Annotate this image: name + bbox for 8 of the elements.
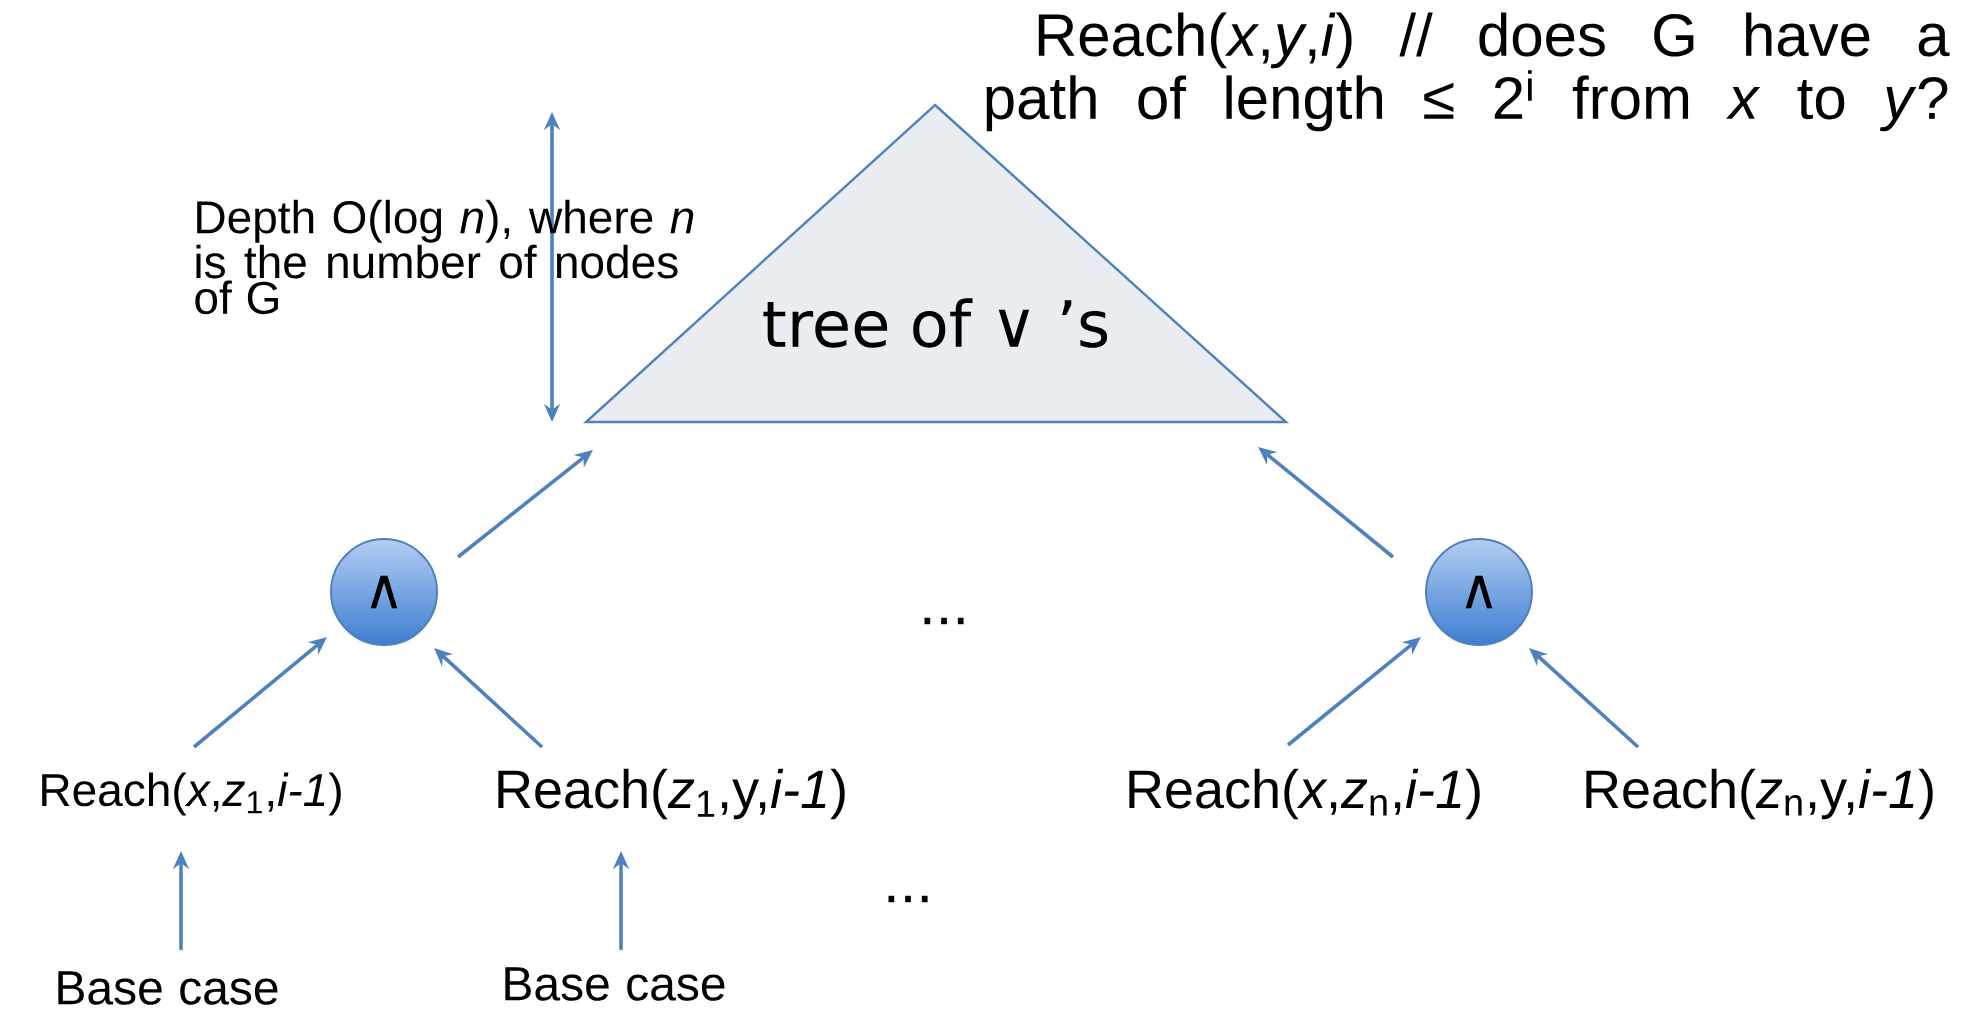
ellipsis: ... [888, 895, 928, 903]
text-label: Base case [58, 971, 278, 1005]
text-label: Reach(z$_{1}$,y,i-1) [498, 768, 845, 820]
text-label: Reach(z$_{n}$,y,i-1) [1586, 768, 1933, 820]
text-label: Reach(x,z$_{1}$,i-1) [42, 772, 341, 816]
text-label: Base case [505, 967, 725, 1001]
ellipsis: ... [924, 617, 964, 625]
text-label: Reach(x,z$_{n}$,i-1) [1129, 768, 1480, 820]
